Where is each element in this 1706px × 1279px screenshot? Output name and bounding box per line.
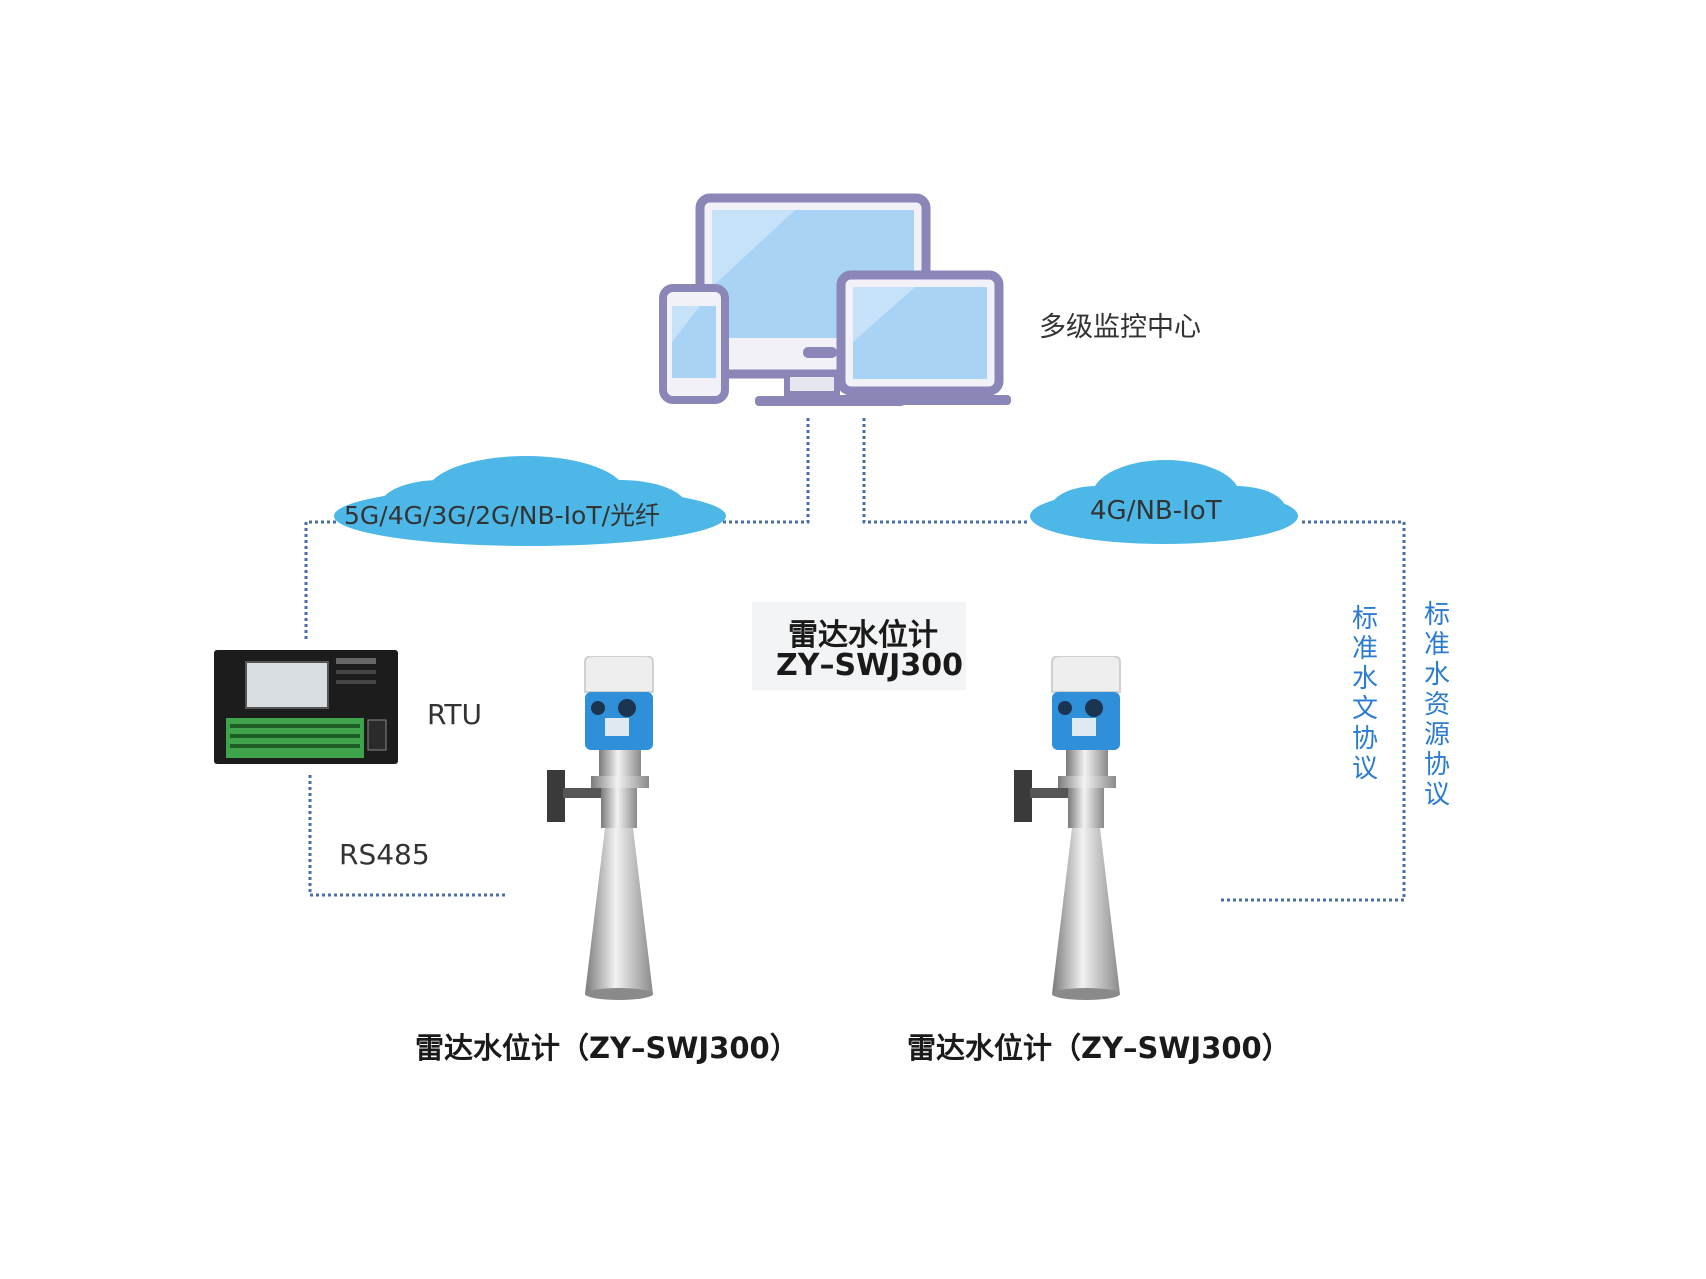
monitoring-center-label: 多级监控中心 xyxy=(1039,312,1201,343)
cloud-right xyxy=(1030,460,1298,544)
link-center-to-left-cloud xyxy=(720,418,810,524)
product-title-name: 雷达水位计 xyxy=(788,618,938,653)
device-caption-1: 雷达水位计（ZY–SWJ300） xyxy=(415,1031,799,1065)
radar-level-sensor-2 xyxy=(1014,656,1121,1000)
cloud-left xyxy=(334,456,726,546)
link-right-cloud-to-sensor xyxy=(1220,520,1406,902)
water-resource-protocol-label: 标准水资源协议 xyxy=(1423,600,1450,810)
cloud-left-label: 5G/4G/3G/2G/NB-IoT/光纤 xyxy=(344,501,661,530)
monitoring-devices-icon xyxy=(659,193,1011,406)
radar-level-sensor-1 xyxy=(547,656,654,1000)
product-title-box: 雷达水位计 ZY–SWJ300 xyxy=(752,602,966,690)
link-rtu-to-sensor xyxy=(308,775,508,897)
link-center-to-right-cloud xyxy=(862,418,1030,524)
rtu-label: RTU xyxy=(427,698,483,731)
cloud-right-label: 4G/NB-IoT xyxy=(1090,496,1222,526)
rtu-device xyxy=(214,650,398,764)
hydrology-protocol-label: 标准水文协议 xyxy=(1351,604,1378,784)
link-left-cloud-to-rtu xyxy=(304,520,336,640)
device-caption-2: 雷达水位计（ZY–SWJ300） xyxy=(907,1031,1291,1065)
rs485-label: RS485 xyxy=(339,838,430,871)
product-title-model: ZY–SWJ300 xyxy=(776,648,963,683)
